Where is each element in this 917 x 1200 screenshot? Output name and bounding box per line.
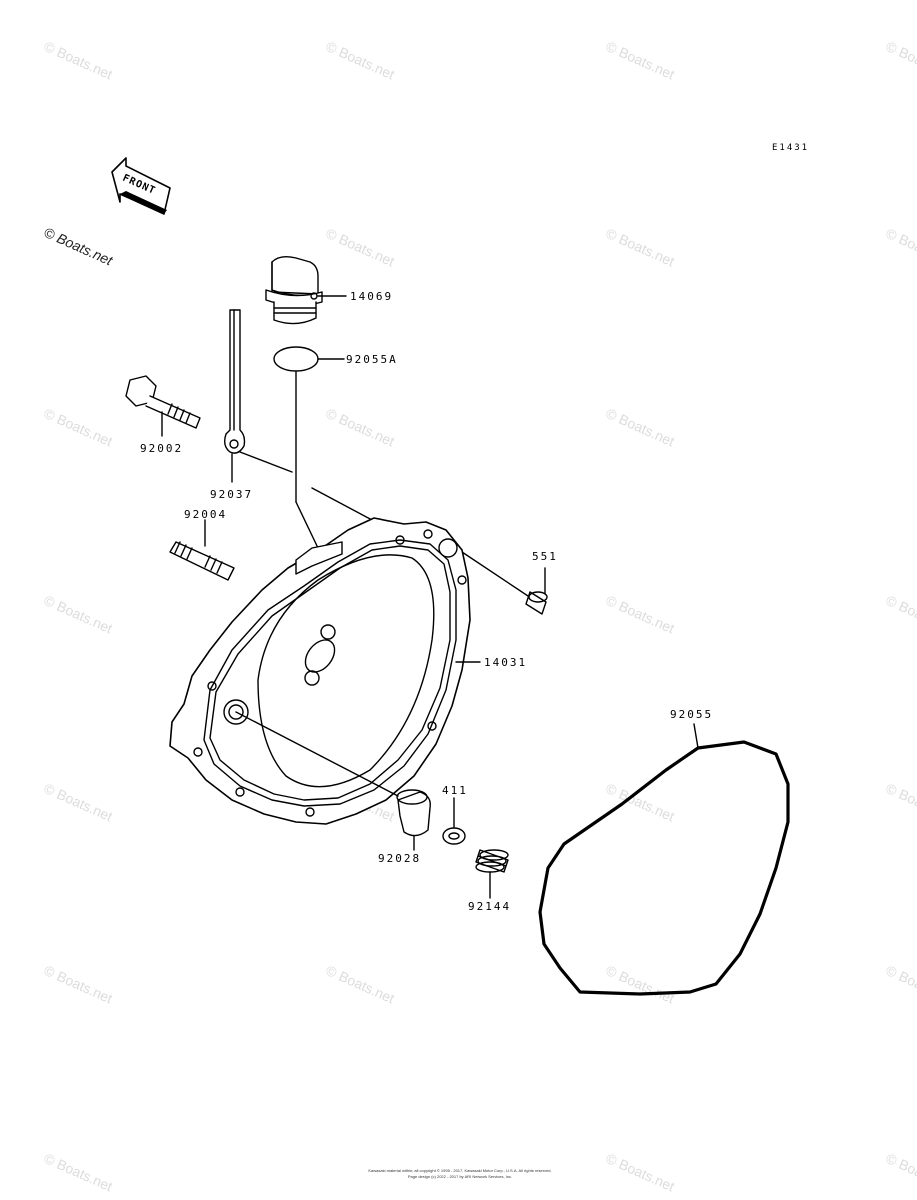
part-label: 92055 — [670, 708, 714, 721]
footer-line: Kawasaki material within; all copyright … — [368, 1168, 552, 1173]
part-92037-dipstick — [223, 309, 246, 483]
part-label: 14031 — [484, 656, 528, 669]
part-92144-spring — [475, 849, 509, 899]
part-92055a-o-ring — [273, 346, 319, 372]
part-label: 14069 — [350, 290, 394, 303]
part-92028-bushing — [396, 789, 431, 851]
part-label: 92002 — [140, 442, 184, 455]
diagram-code: E1431 — [772, 143, 810, 153]
copyright-footer: Kawasaki material within; all copyright … — [330, 1168, 590, 1180]
part-92055-o-ring — [538, 740, 790, 996]
part-label: 551 — [532, 550, 558, 563]
part-551-dowel-pin — [455, 547, 548, 615]
part-14069-filler-cap — [265, 255, 347, 325]
part-label: 92144 — [468, 900, 512, 913]
part-label: 92028 — [378, 852, 422, 865]
part-label: 92037 — [210, 488, 254, 501]
footer-line: Page design (c) 2022 - 2017 by ARI Netwo… — [407, 1174, 513, 1179]
part-label: 411 — [442, 784, 468, 797]
front-arrow-icon: FRONT — [111, 157, 171, 215]
part-411-washer — [442, 797, 466, 845]
part-92002-bolt — [125, 375, 201, 437]
part-label: 92004 — [184, 508, 228, 521]
part-14031-cover — [169, 517, 481, 825]
part-label: 92055A — [346, 353, 398, 366]
part-92004-stud — [169, 519, 235, 581]
